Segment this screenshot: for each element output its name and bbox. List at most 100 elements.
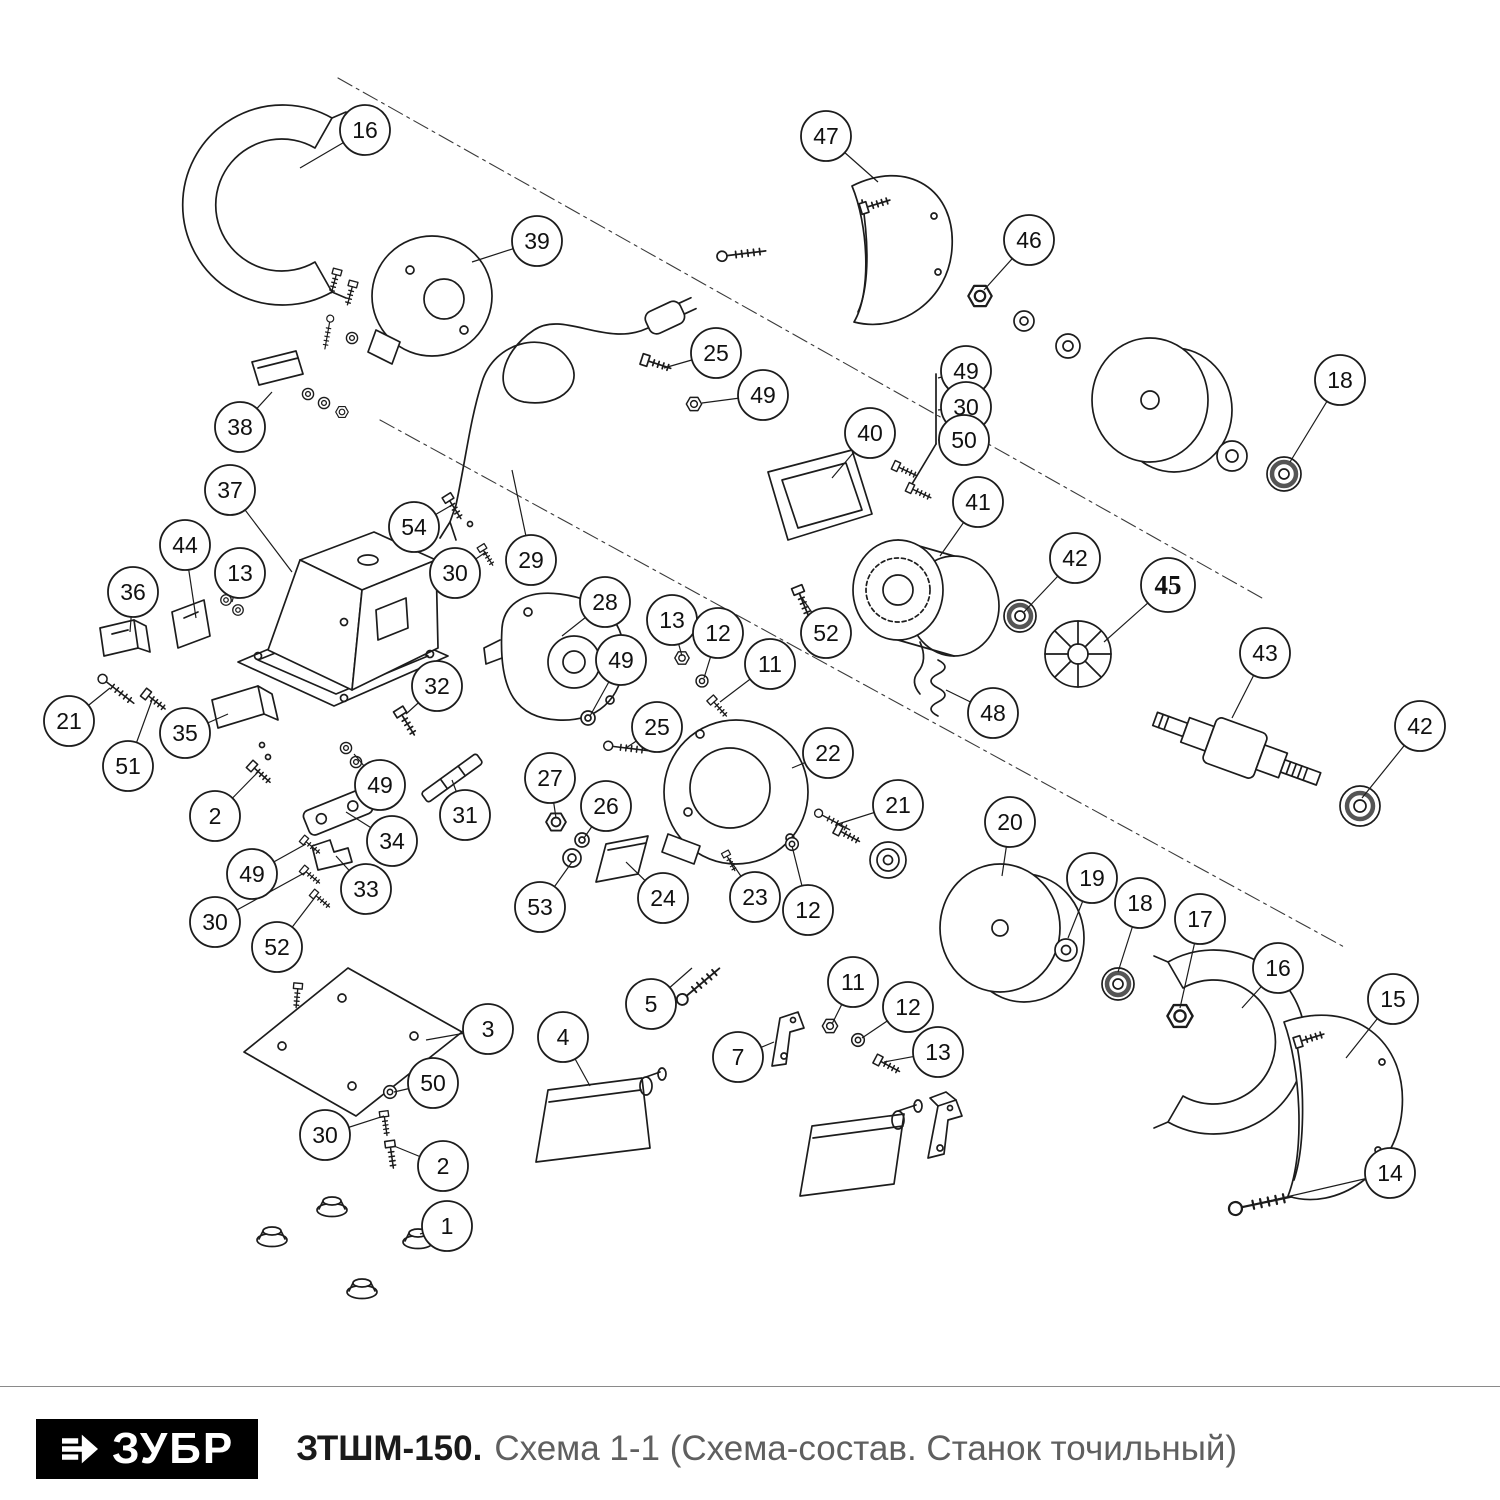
part-balloon-53: 53 (514, 881, 566, 933)
part-balloon-29: 29 (505, 534, 557, 586)
flange-pulley-21 (869, 841, 907, 879)
svg-text:52: 52 (813, 620, 839, 646)
rod-31 (421, 753, 483, 803)
svg-text:21: 21 (56, 708, 82, 734)
part-balloon-41: 41 (952, 476, 1004, 528)
stack-49-30-50-bracket (890, 373, 937, 503)
part-balloon-47: 47 (800, 110, 852, 162)
svg-text:30: 30 (442, 560, 468, 586)
part-balloon-5: 5 (625, 978, 677, 1030)
spring-48 (930, 659, 946, 717)
part-balloon-30: 30 (299, 1109, 351, 1161)
part-balloon-22: 22 (802, 727, 854, 779)
svg-text:24: 24 (650, 885, 676, 911)
grinding-wheel-20 (939, 863, 1085, 1003)
tool-rest-left (535, 1067, 667, 1163)
footer-divider (0, 1386, 1500, 1387)
part-balloon-49: 49 (595, 634, 647, 686)
part-balloon-23: 23 (729, 871, 781, 923)
rotor-shaft (1151, 711, 1322, 786)
svg-text:43: 43 (1252, 640, 1278, 666)
svg-text:54: 54 (401, 514, 427, 540)
switch-cover-plate (251, 350, 349, 419)
part-balloon-35: 35 (159, 707, 211, 759)
right-guard-plate-47 (851, 175, 953, 326)
svg-text:46: 46 (1016, 227, 1042, 253)
part-balloon-42: 42 (1394, 700, 1446, 752)
part-balloon-21: 21 (43, 695, 95, 747)
part-balloon-25: 25 (690, 327, 742, 379)
footer: ЗУБР ЗТШМ-150.Схема 1-1 (Схема-состав. С… (0, 1386, 1500, 1479)
bracket-7-right (927, 1091, 963, 1159)
part-balloon-27: 27 (524, 752, 576, 804)
part-balloon-44: 44 (159, 519, 211, 571)
assembly-axis-lines (337, 77, 1347, 949)
diagram-subtitle: Схема 1-1 (Схема-состав. Станок точильны… (494, 1429, 1238, 1468)
svg-text:29: 29 (518, 547, 544, 573)
footer-row: ЗУБР ЗТШМ-150.Схема 1-1 (Схема-состав. С… (0, 1387, 1500, 1479)
svg-text:27: 27 (537, 765, 563, 791)
power-cord-and-plug (439, 296, 697, 541)
part-balloon-19: 19 (1066, 852, 1118, 904)
part-balloon-50: 50 (407, 1057, 459, 1109)
svg-text:30: 30 (202, 909, 228, 935)
svg-text:12: 12 (895, 994, 921, 1020)
part-balloon-48: 48 (967, 687, 1019, 739)
svg-text:23: 23 (742, 884, 768, 910)
part-balloon-30: 30 (429, 547, 481, 599)
svg-text:49: 49 (608, 647, 634, 673)
svg-text:13: 13 (659, 607, 685, 633)
part-balloon-18: 18 (1114, 877, 1166, 929)
svg-text:31: 31 (452, 802, 478, 828)
part-balloon-12: 12 (782, 884, 834, 936)
svg-text:36: 36 (120, 579, 146, 605)
svg-text:51: 51 (115, 753, 141, 779)
svg-text:15: 15 (1380, 986, 1406, 1012)
part-balloon-42: 42 (1049, 532, 1101, 584)
wheel-hardware-19-18-17 (1054, 938, 1194, 1029)
svg-text:12: 12 (795, 897, 821, 923)
svg-text:49: 49 (367, 772, 393, 798)
svg-text:25: 25 (703, 340, 729, 366)
diagram-canvas (95, 77, 1404, 1300)
part-balloon-51: 51 (102, 740, 154, 792)
svg-text:1: 1 (441, 1213, 454, 1239)
part-balloon-31: 31 (439, 789, 491, 841)
wheel-washer-and-flange-top-right (1216, 440, 1302, 492)
part-balloon-16: 16 (339, 104, 391, 156)
svg-text:25: 25 (644, 714, 670, 740)
svg-text:21: 21 (885, 792, 911, 818)
tool-rest-right (799, 1099, 923, 1197)
part-balloon-39: 39 (511, 215, 563, 267)
svg-text:45: 45 (1155, 570, 1182, 600)
svg-text:13: 13 (925, 1039, 951, 1065)
part-balloon-20: 20 (984, 796, 1036, 848)
motor-base-housing (237, 531, 449, 707)
svg-text:16: 16 (1265, 955, 1291, 981)
svg-text:2: 2 (437, 1153, 450, 1179)
brand-text: ЗУБР (112, 1424, 235, 1473)
wheel-cover-22 (661, 719, 809, 865)
svg-text:50: 50 (420, 1070, 446, 1096)
part-balloon-14: 14 (1364, 1147, 1416, 1199)
power-switch (99, 619, 151, 657)
part-balloon-21: 21 (872, 779, 924, 831)
part-balloon-13: 13 (646, 594, 698, 646)
zubr-arrow-icon (62, 1434, 98, 1464)
svg-text:47: 47 (813, 123, 839, 149)
mid-fasteners (339, 491, 731, 769)
balloon-overlay: 1639474625491838493050403754293041443613… (43, 104, 1446, 1252)
svg-text:28: 28 (592, 589, 618, 615)
svg-text:26: 26 (593, 793, 619, 819)
part-balloon-34: 34 (366, 815, 418, 867)
part-balloon-11: 11 (827, 956, 879, 1008)
svg-text:40: 40 (857, 420, 883, 446)
part-balloon-52: 52 (800, 607, 852, 659)
part-balloon-11: 11 (744, 638, 796, 690)
part-balloon-15: 15 (1367, 973, 1419, 1025)
part-balloon-2: 2 (189, 790, 241, 842)
svg-text:22: 22 (815, 740, 841, 766)
part-balloon-46: 46 (1003, 214, 1055, 266)
